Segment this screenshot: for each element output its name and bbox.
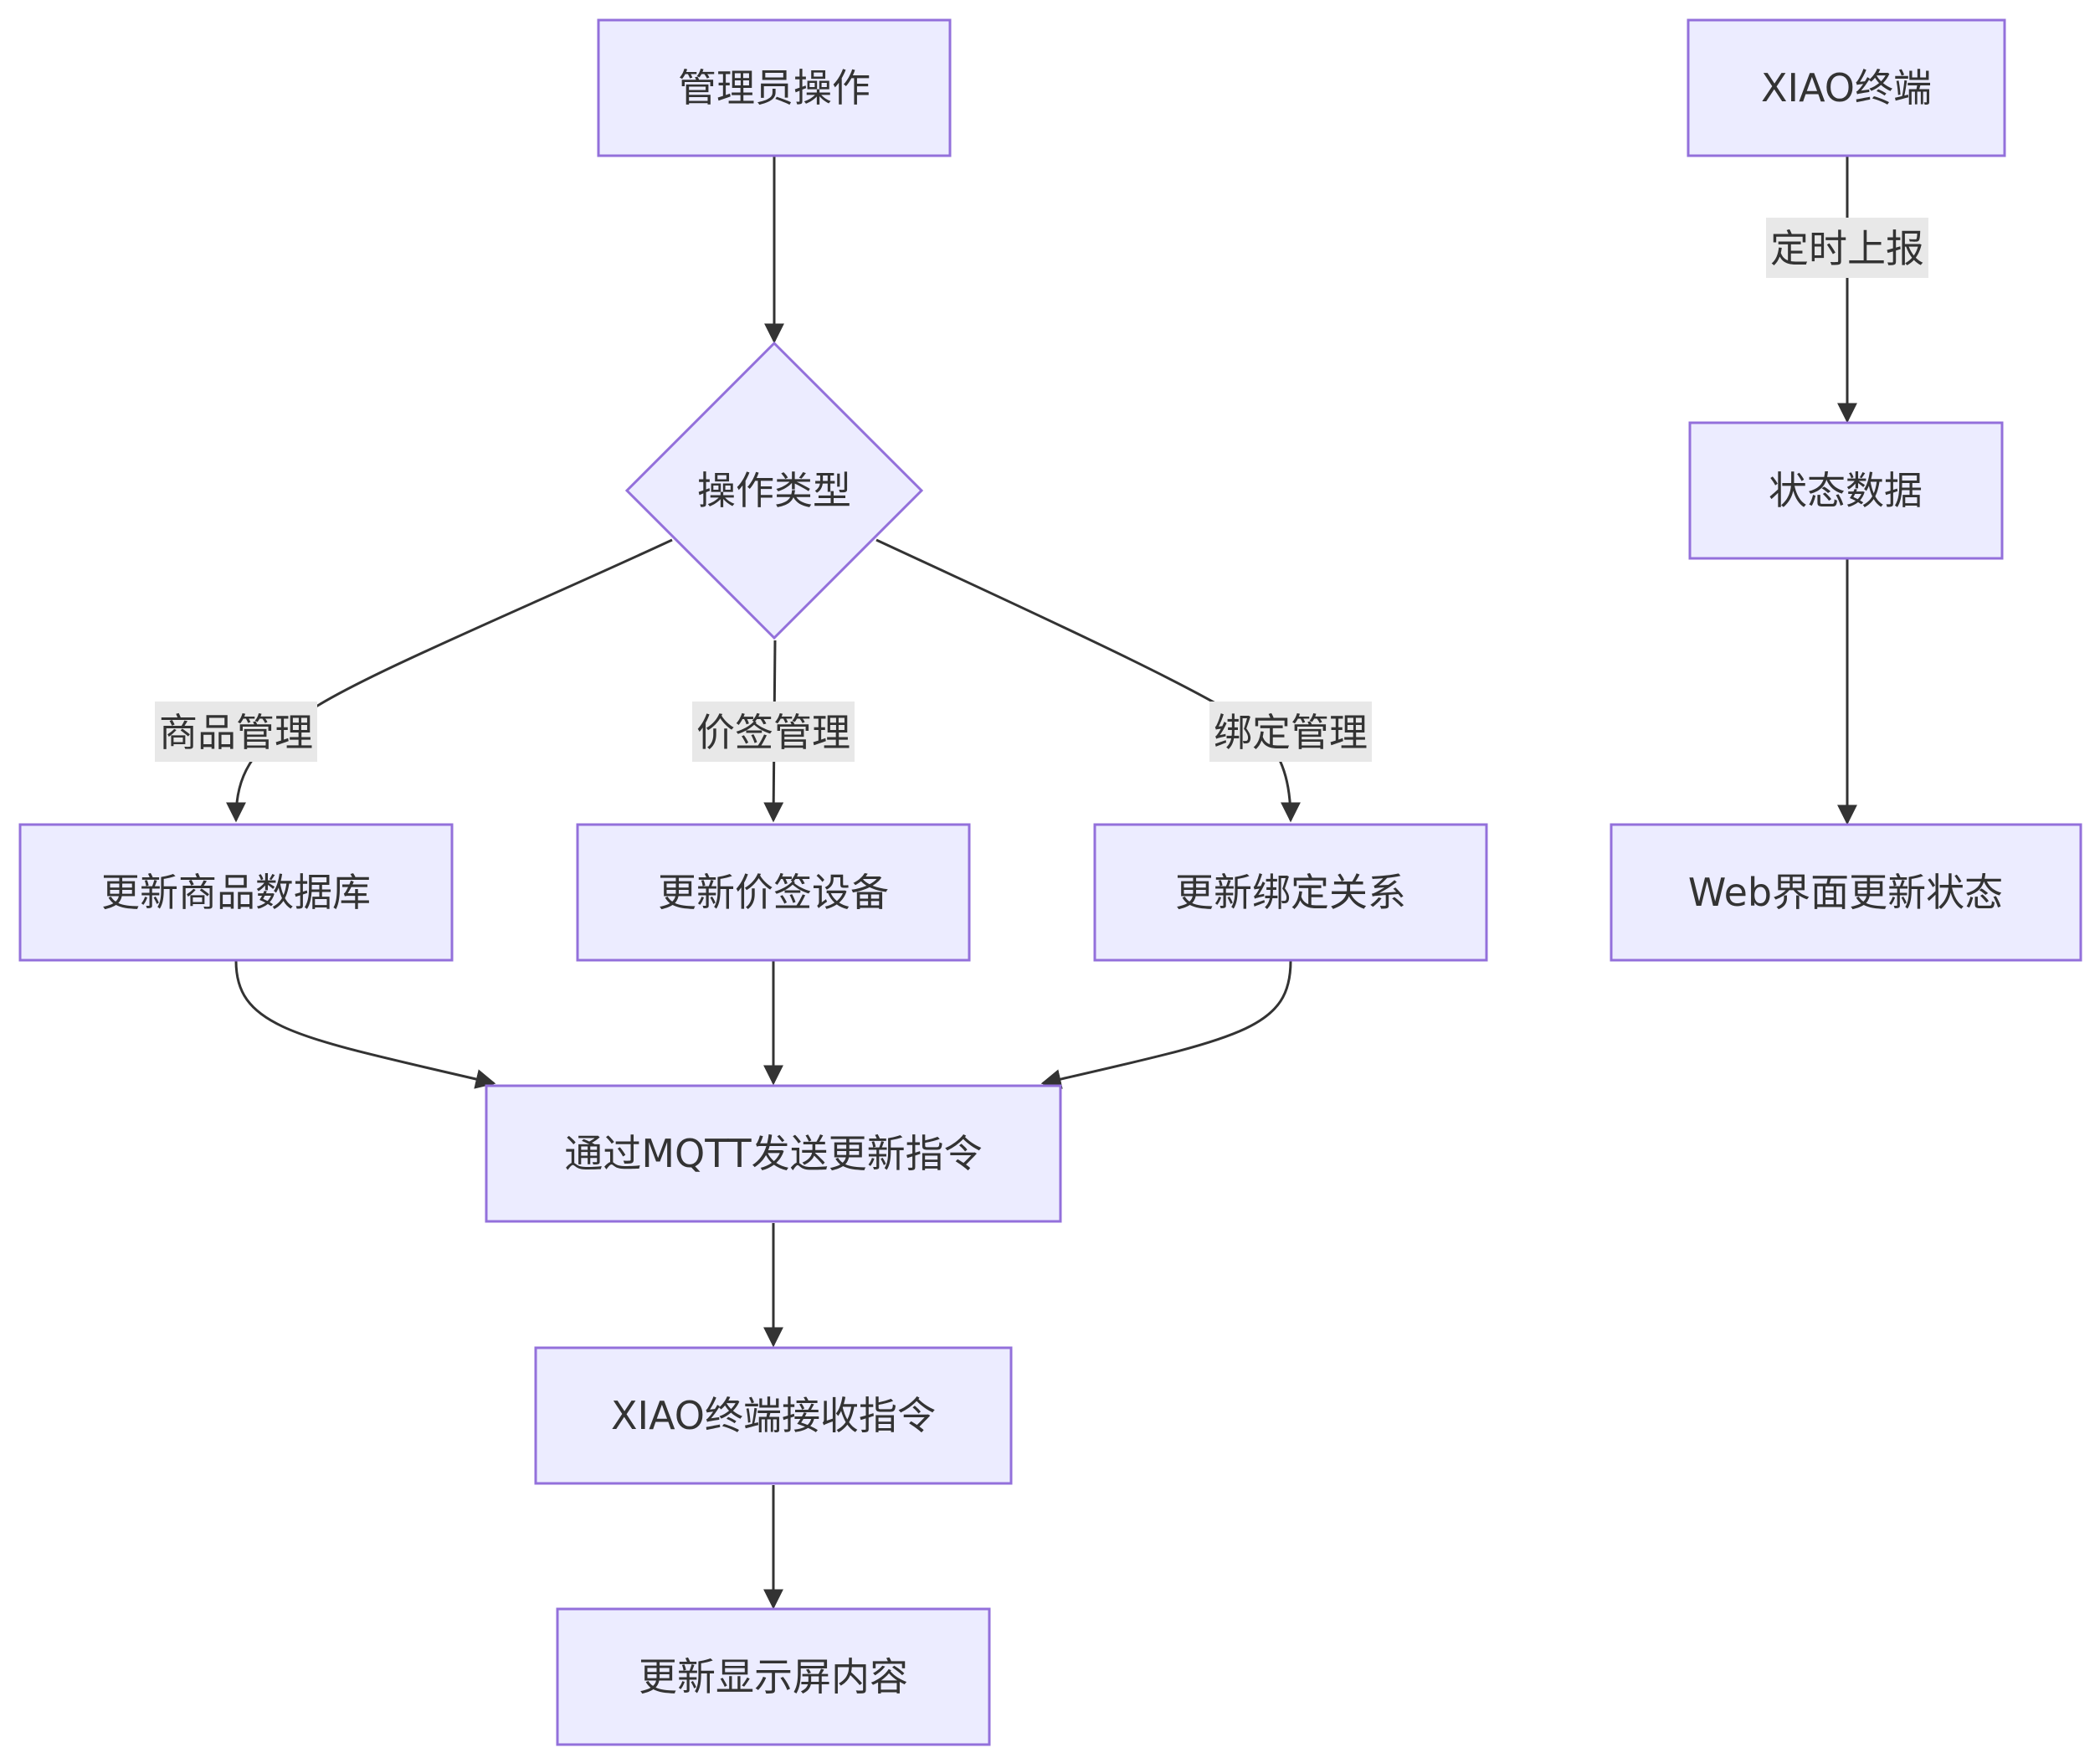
node-update-display-label: 更新显示屏内容 — [639, 1654, 908, 1699]
node-status-data-label: 状态数据 — [1769, 468, 1923, 513]
edges — [226, 157, 1857, 1610]
node-admin-operation-label: 管理员操作 — [678, 65, 870, 111]
node-operation-type-decision: 操作类型 — [624, 341, 924, 640]
edge-label-binding-mgmt: 绑定管理 — [1209, 702, 1372, 762]
node-xiao-receive-label: XIAO终端接收指令 — [611, 1393, 936, 1438]
node-status-data: 状态数据 — [1688, 421, 2004, 560]
node-send-mqtt-label: 通过MQTT发送更新指令 — [564, 1131, 982, 1176]
node-update-binding-label: 更新绑定关系 — [1175, 870, 1406, 915]
node-admin-operation: 管理员操作 — [597, 18, 952, 157]
node-update-tag-device-label: 更新价签设备 — [658, 870, 889, 915]
edge-label-goods-mgmt-text: 商品管理 — [159, 710, 313, 755]
edge-optype-to-binding — [875, 538, 1301, 823]
nodes: 管理员操作 操作类型 更新商品数据库 更新价签设备 更新绑定关系 通过MQTT发… — [18, 18, 2082, 1746]
edge-label-goods-mgmt: 商品管理 — [155, 702, 317, 762]
node-xiao-terminal: XIAO终端 — [1687, 18, 2006, 157]
node-update-display: 更新显示屏内容 — [556, 1607, 991, 1746]
node-xiao-receive: XIAO终端接收指令 — [534, 1346, 1013, 1485]
edge-label-periodic-report: 定时上报 — [1766, 218, 1928, 278]
edge-label-tag-mgmt: 价签管理 — [692, 702, 855, 762]
node-update-binding: 更新绑定关系 — [1093, 823, 1488, 962]
node-send-mqtt: 通过MQTT发送更新指令 — [485, 1084, 1062, 1223]
node-web-update-status: Web界面更新状态 — [1610, 823, 2082, 962]
edge-optype-to-goods-db — [226, 538, 673, 823]
edge-goods-db-to-mqtt — [234, 960, 496, 1089]
node-update-goods-db: 更新商品数据库 — [18, 823, 454, 962]
node-operation-type-label: 操作类型 — [697, 468, 851, 513]
edge-labels: 商品管理 价签管理 绑定管理 定时上报 — [155, 218, 1928, 762]
node-update-goods-db-label: 更新商品数据库 — [101, 870, 371, 915]
node-web-update-status-label: Web界面更新状态 — [1688, 870, 2003, 915]
edge-label-periodic-report-text: 定时上报 — [1770, 226, 1924, 271]
edge-binding-to-mqtt — [1040, 960, 1292, 1089]
node-xiao-terminal-label: XIAO终端 — [1761, 65, 1932, 111]
edge-label-tag-mgmt-text: 价签管理 — [696, 710, 850, 755]
edge-label-binding-mgmt-text: 绑定管理 — [1214, 710, 1368, 755]
node-update-tag-device: 更新价签设备 — [576, 823, 971, 962]
